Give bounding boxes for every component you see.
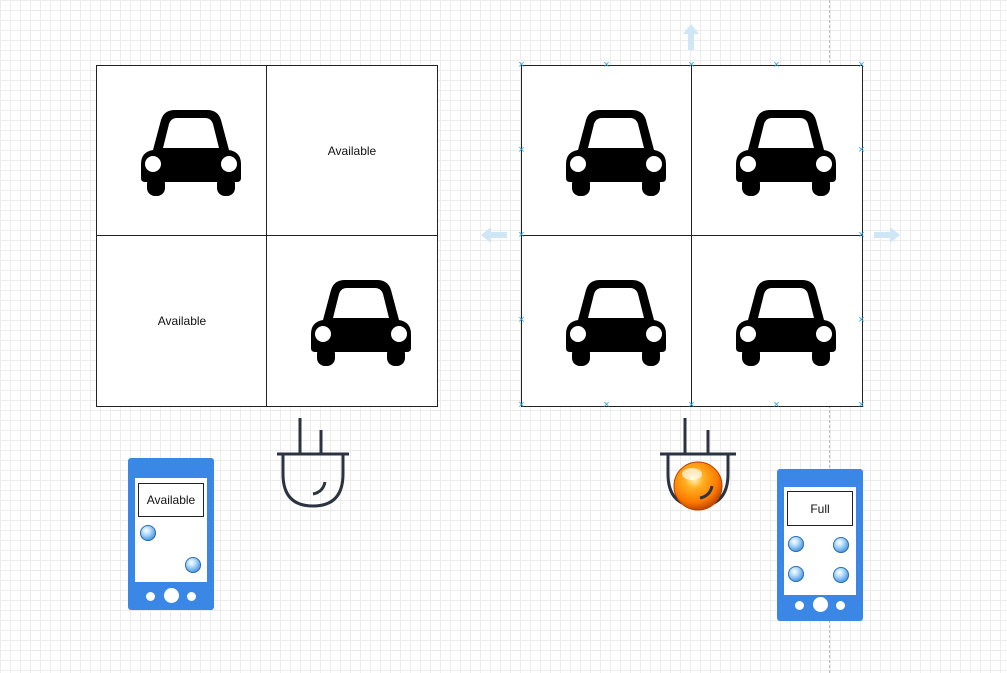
selection-handle[interactable]: × <box>518 314 525 326</box>
selection-handle[interactable]: × <box>773 399 780 411</box>
plug-icon[interactable] <box>275 416 351 512</box>
parking-space[interactable] <box>522 66 692 236</box>
status-indicator <box>788 536 804 552</box>
selection-handle[interactable]: × <box>858 229 865 241</box>
parking-space[interactable] <box>692 66 862 236</box>
selection-handle[interactable]: × <box>518 229 525 241</box>
divider <box>691 66 692 406</box>
parking-space[interactable] <box>267 236 437 406</box>
back-button[interactable] <box>187 592 196 601</box>
selection-handle[interactable]: × <box>858 144 865 156</box>
parking-space[interactable]: Available <box>267 66 437 236</box>
arrow-right-icon[interactable] <box>872 226 902 244</box>
parking-space[interactable] <box>97 66 267 236</box>
parking-lot-right[interactable] <box>521 65 863 407</box>
available-label: Available <box>327 144 377 158</box>
divider <box>97 235 437 236</box>
available-label: Available <box>157 314 207 328</box>
selection-handle[interactable]: × <box>518 59 525 71</box>
home-button[interactable] <box>813 597 828 612</box>
status-indicator <box>140 525 156 541</box>
selection-handle[interactable]: × <box>688 59 695 71</box>
selection-handle[interactable]: × <box>518 144 525 156</box>
selection-handle[interactable]: × <box>518 399 525 411</box>
plug-icon[interactable] <box>658 416 738 512</box>
status-indicator <box>833 567 849 583</box>
status-indicator <box>185 557 201 573</box>
mobile-app-display[interactable]: Available <box>128 458 214 610</box>
divider <box>266 66 267 406</box>
parking-space[interactable] <box>522 236 692 406</box>
car-icon <box>566 280 666 366</box>
status-indicator <box>833 537 849 553</box>
back-button[interactable] <box>836 601 845 610</box>
menu-button[interactable] <box>146 592 155 601</box>
selection-handle[interactable]: × <box>603 59 610 71</box>
divider <box>522 235 862 236</box>
parking-lot-left[interactable]: Available Available <box>96 65 438 407</box>
selection-handle[interactable]: × <box>603 399 610 411</box>
selection-handle[interactable]: × <box>688 399 695 411</box>
parking-space[interactable] <box>692 236 862 406</box>
status-indicator <box>788 566 804 582</box>
home-button[interactable] <box>164 588 179 603</box>
selection-handle[interactable]: × <box>773 59 780 71</box>
arrow-up-icon[interactable] <box>682 22 700 52</box>
arrow-left-icon[interactable] <box>479 226 509 244</box>
car-icon <box>736 280 836 366</box>
selection-handle[interactable]: × <box>858 314 865 326</box>
car-icon <box>566 110 666 196</box>
menu-button[interactable] <box>795 601 804 610</box>
status-label: Available <box>138 483 204 517</box>
car-icon <box>736 110 836 196</box>
selection-handle[interactable]: × <box>858 399 865 411</box>
car-icon <box>311 280 411 366</box>
selection-handle[interactable]: × <box>858 59 865 71</box>
status-label: Full <box>787 491 853 526</box>
car-icon <box>141 110 241 196</box>
mobile-app-display[interactable]: Full <box>777 469 863 621</box>
parking-space[interactable]: Available <box>97 236 267 406</box>
